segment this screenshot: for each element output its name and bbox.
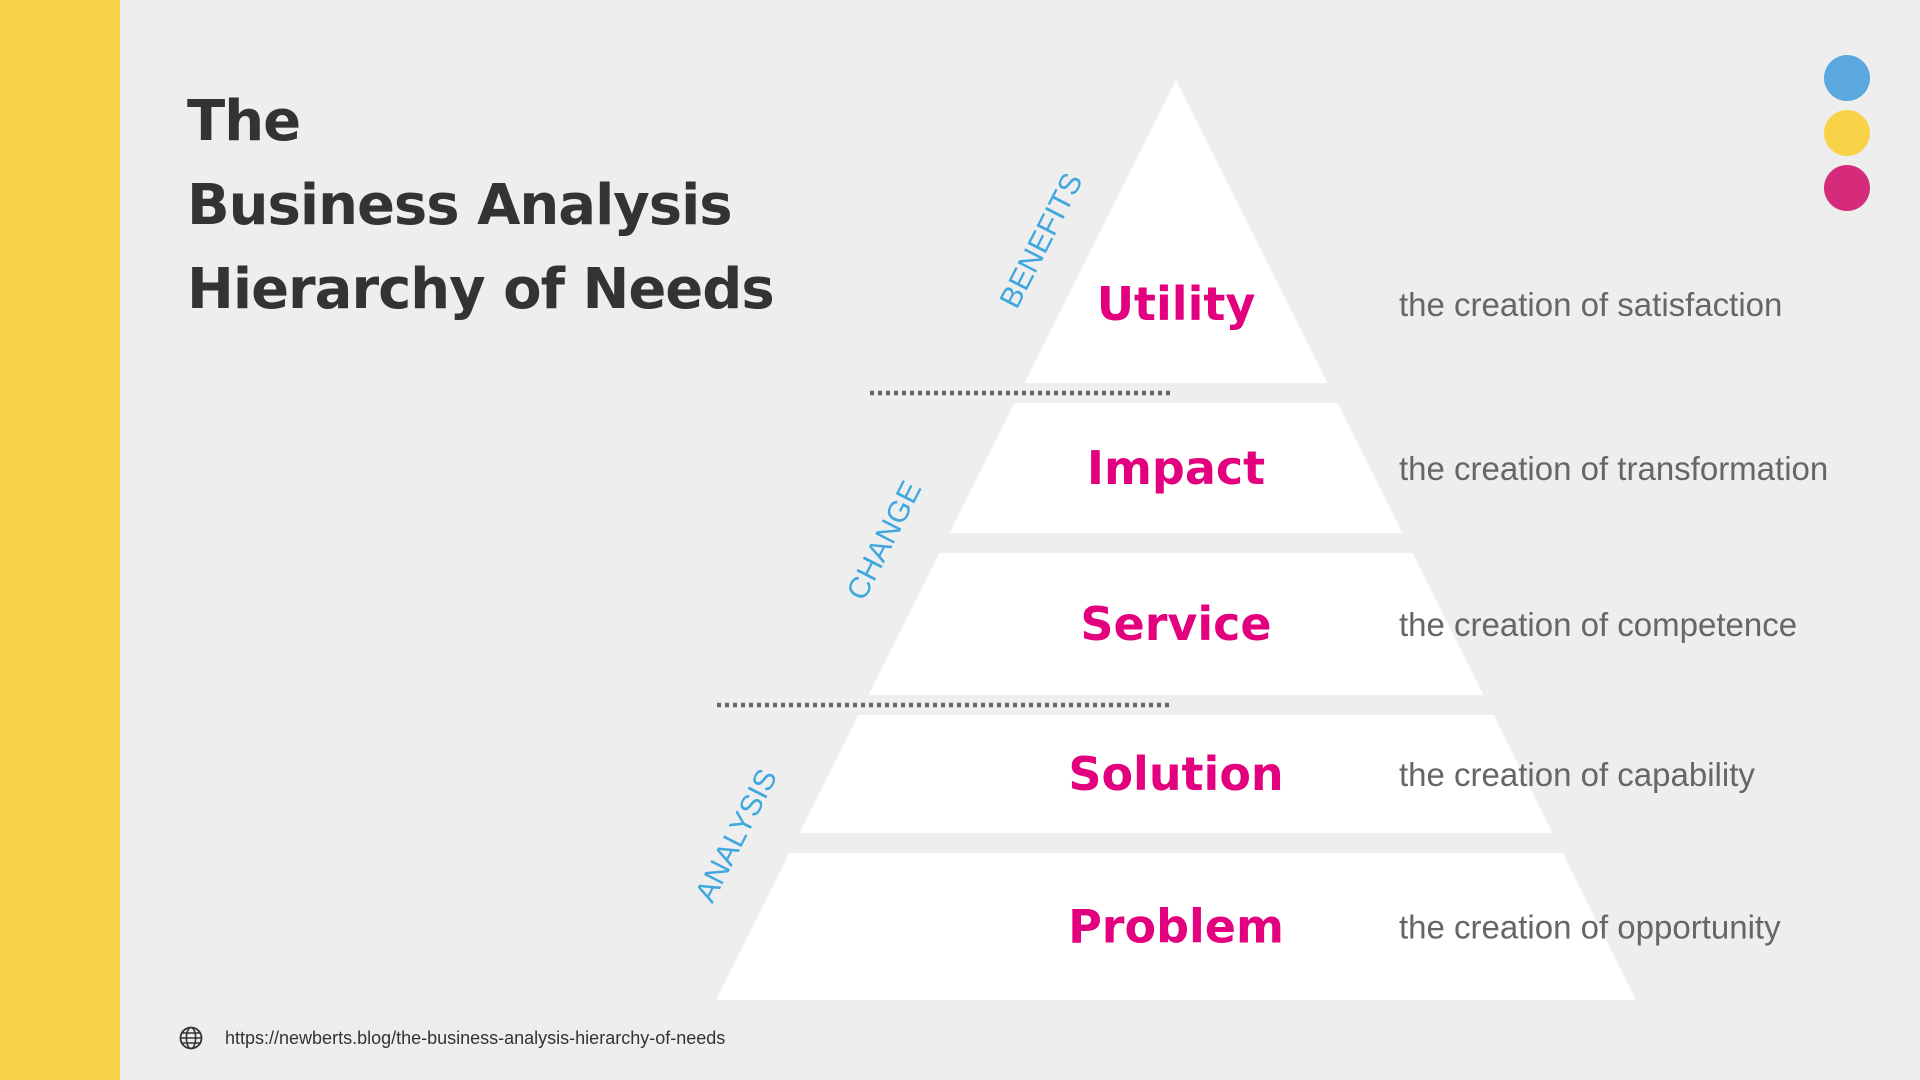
phase-label-change: CHANGE [841,476,929,605]
yellow-dot [1824,110,1870,156]
tier-label-service: Service [1080,597,1271,651]
tier-description-problem: the creation of opportunity [1399,909,1781,946]
title-line-3: Hierarchy of Needs [187,257,775,322]
tier-label-problem: Problem [1068,900,1284,954]
title-line-1: The [187,89,301,154]
pyramid-tier-impact [949,403,1403,533]
pyramid-tier-service [868,553,1484,695]
globe-icon [178,1025,204,1051]
blue-dot [1824,55,1870,101]
tier-label-solution: Solution [1068,747,1283,801]
tier-label-utility: Utility [1097,277,1256,331]
phase-label-analysis: ANALYSIS [689,764,784,908]
pyramid-tier-solution [799,715,1553,833]
magenta-dot [1824,165,1870,211]
tier-description-service: the creation of competence [1399,606,1797,643]
title-line-2: Business Analysis [187,173,733,238]
tier-description-impact: the creation of transformation [1399,450,1828,487]
left-accent-band [0,0,120,1080]
source-link[interactable]: https://newberts.blog/the-business-analy… [225,1027,726,1048]
tier-description-solution: the creation of capability [1399,756,1755,793]
footer: https://newberts.blog/the-business-analy… [178,1024,725,1052]
pyramid-tier-problem [716,853,1636,1000]
page-title: The Business Analysis Hierarchy of Needs [187,80,775,332]
tier-description-utility: the creation of satisfaction [1399,286,1782,323]
decorative-dots [1824,55,1872,220]
tier-label-impact: Impact [1087,441,1265,495]
pyramid-tier-utility [1024,80,1328,383]
